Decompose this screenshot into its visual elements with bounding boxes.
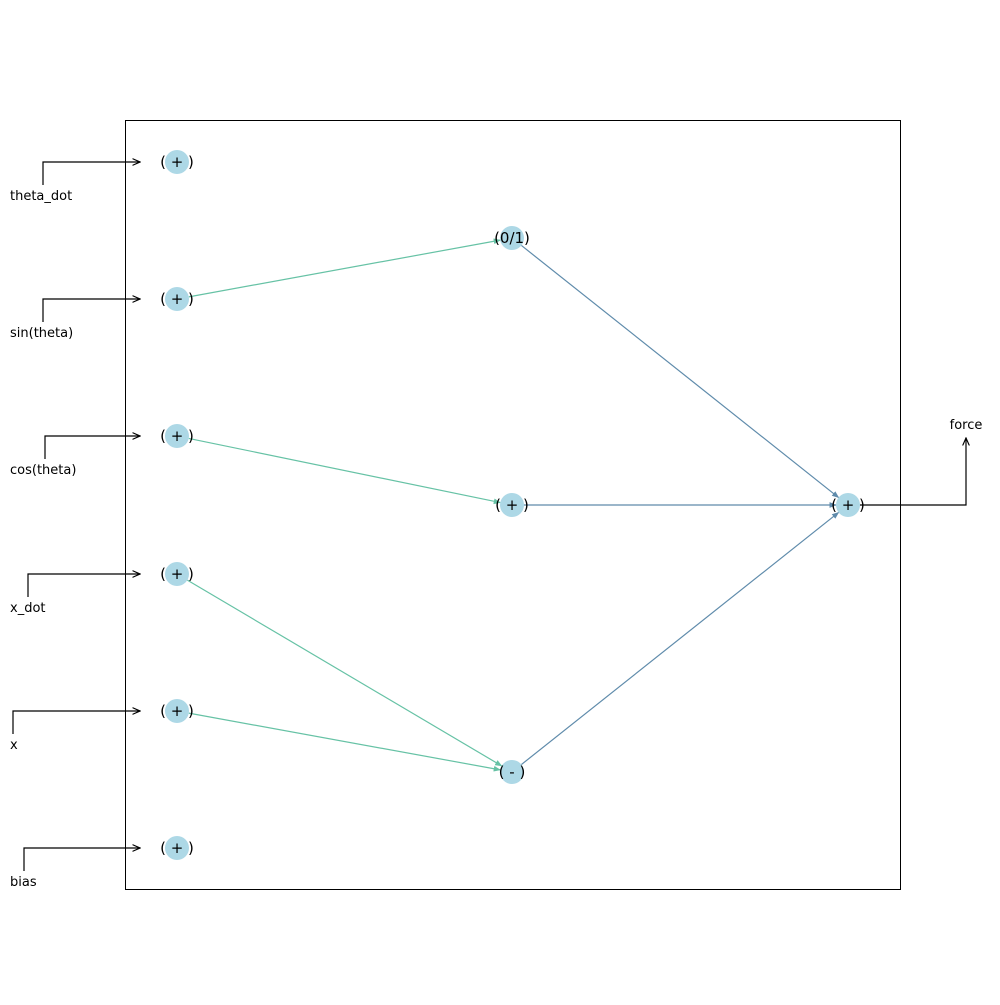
hidden-node-h1 [500,493,524,517]
input-label-in4: x [10,738,18,753]
output-node-out [836,493,860,517]
input-arrow-in1 [42,299,140,322]
input-node-in2 [165,424,189,448]
input-node-in3 [165,562,189,586]
input-node-in4 [165,699,189,723]
hidden-node-label-h0: (0/1) [494,229,530,247]
input-node-label-in1: ( + ) [160,290,194,308]
input-node-in0 [165,150,189,174]
input-arrow-in3 [27,574,140,597]
input-node-label-in5: ( + ) [160,839,194,857]
input-label-in0: theta_dot [10,189,72,204]
edge-h0-out [521,244,840,499]
input-node-in1 [165,287,189,311]
edge-in4-h2 [188,712,501,772]
hidden-node-label-h2: ( - ) [499,763,526,781]
input-label-in3: x_dot [10,601,46,616]
input-arrow-in0 [42,162,140,185]
input-label-in5: bias [10,875,37,890]
edge-in1-h0 [188,238,501,298]
output-node-label-out: ( + ) [831,496,865,514]
hidden-node-h0 [500,226,524,250]
input-label-in2: cos(theta) [10,463,76,478]
input-node-label-in2: ( + ) [160,427,194,445]
output-arrow [860,438,966,506]
input-arrow-in2 [44,436,140,459]
input-node-label-in3: ( + ) [160,565,194,583]
edge-h2-out [521,511,840,766]
input-node-label-in4: ( + ) [160,702,194,720]
edge-in2-h1 [188,437,501,505]
input-label-in1: sin(theta) [10,326,73,341]
input-node-label-in0: ( + ) [160,153,194,171]
hidden-node-h2 [500,760,524,784]
output-label: force [950,418,983,433]
input-node-in5 [165,836,189,860]
hidden-node-label-h1: ( + ) [495,496,529,514]
input-arrow-in4 [12,711,140,734]
edge-in3-h2 [187,579,503,767]
edges-layer [187,238,840,772]
nodes-layer: ( + ) ( + ) ( + ) ( + ) ( + ) ( + ) (0/1) ( + )… [160,150,865,860]
input-arrow-in5 [23,848,140,871]
